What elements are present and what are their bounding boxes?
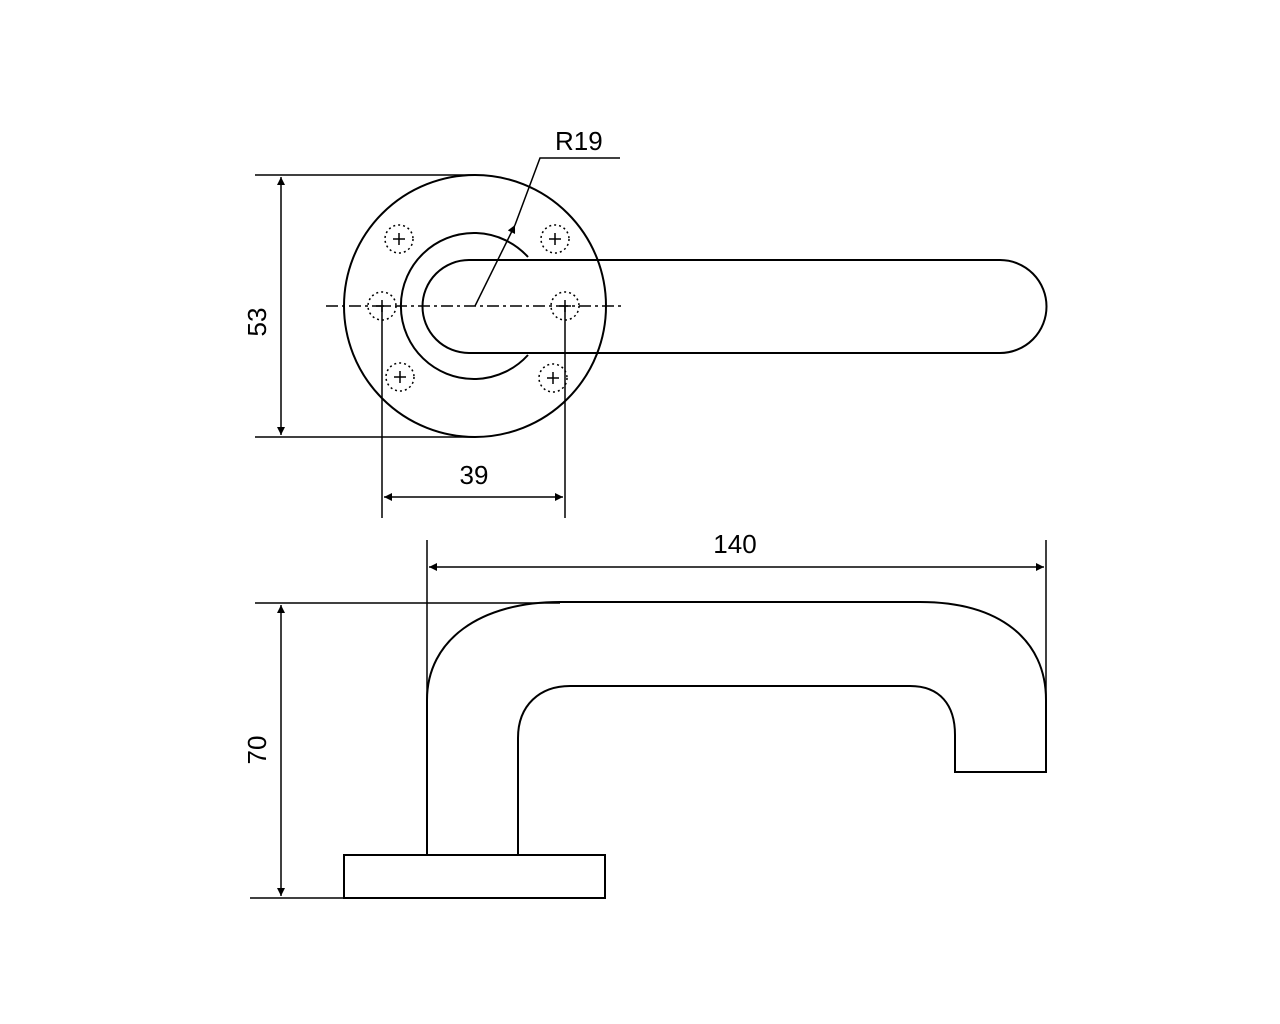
side-view: 140 70: [242, 529, 1047, 899]
rose-diameter-label: 53: [242, 308, 272, 337]
top-view: R19 53 39: [242, 126, 1048, 518]
length-label: 140: [713, 529, 756, 559]
screw-holes: [367, 224, 580, 393]
height-label: 70: [242, 736, 272, 765]
lever-side-outline: [426, 601, 1047, 855]
radius-leader-line: [514, 157, 620, 226]
lever-top-outline: [421, 259, 1048, 354]
radius-label: R19: [555, 126, 603, 156]
radius-leader-arrow: [474, 224, 516, 307]
hole-spacing-label: 39: [460, 460, 489, 490]
rose-base: [343, 854, 606, 899]
